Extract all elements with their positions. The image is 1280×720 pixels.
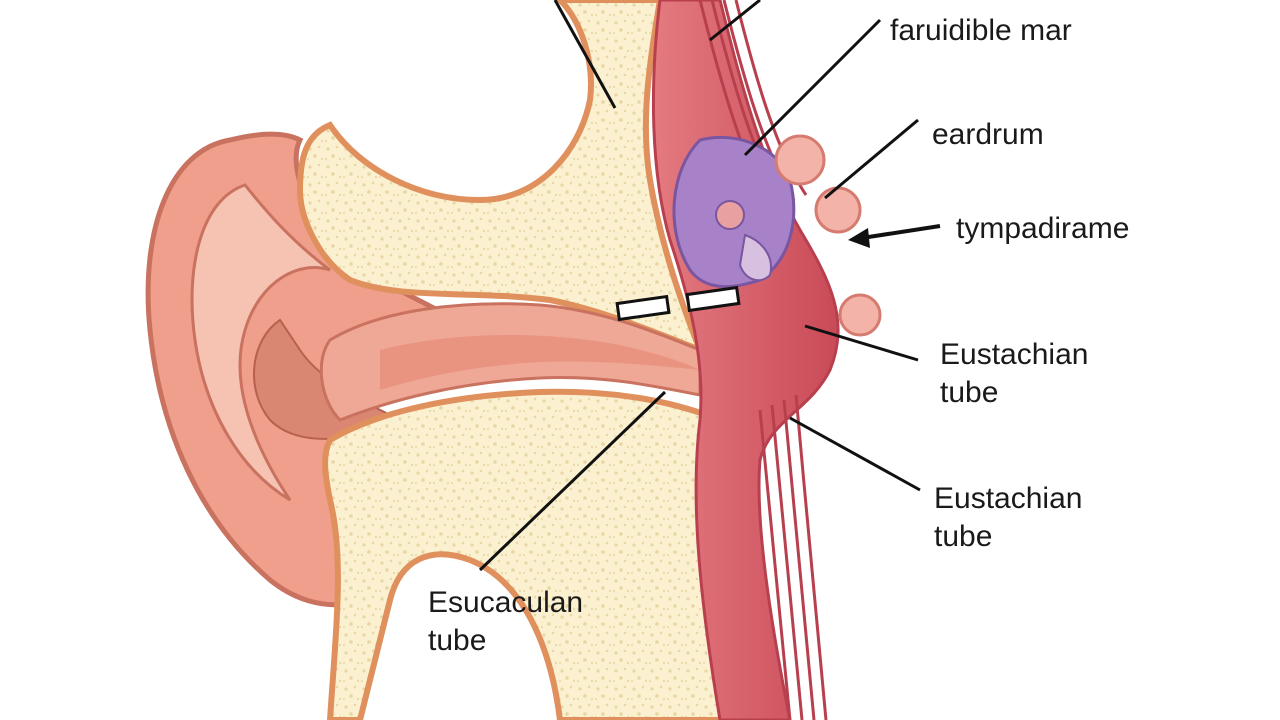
eardrum-center [715,200,745,230]
upper-bone [296,0,706,356]
leader-faruidible [743,18,882,157]
label-line-1: Eustachian [940,338,1089,371]
leader-top-right [709,0,761,42]
leader-top-left [553,0,617,109]
muscle-bands-lower [758,394,828,720]
label-line-2: tube [934,520,993,553]
ossicles [738,233,772,282]
label-eustachian-tube-1: Eustachian tube [940,336,1088,412]
label-eustachian-tube-2: Eustachian tube [934,480,1082,556]
ear-canal-inner [380,334,700,390]
label-line-2: tube [940,376,999,409]
label-faruidible-mar: faruidible mar [890,12,1072,50]
leader-lines [478,0,921,572]
label-text: faruidible mar [890,14,1072,47]
label-eardrum: eardrum [932,116,1044,154]
label-text: eardrum [932,118,1044,151]
leader-esucaculan [478,390,667,572]
leader-eustachian-1 [804,324,919,362]
tympanic-arrow [848,224,941,248]
leader-eustachian-2 [789,416,921,492]
label-text: tympadirame [956,212,1130,245]
pinna-inner-fold [190,183,331,502]
label-tympadirame: tympadirame [956,210,1129,248]
marker-box-right [685,285,741,313]
label-line-1: Eustachian [934,482,1083,515]
label-esucaculan-tube: Esucaculan tube [428,584,583,660]
inner-ear-bumps [774,134,882,337]
lower-bone [322,388,774,720]
marker-box-left [615,294,671,322]
label-line-2: tube [428,624,487,657]
label-line-1: Esucaculan [428,586,584,619]
leader-eardrum [824,118,919,200]
